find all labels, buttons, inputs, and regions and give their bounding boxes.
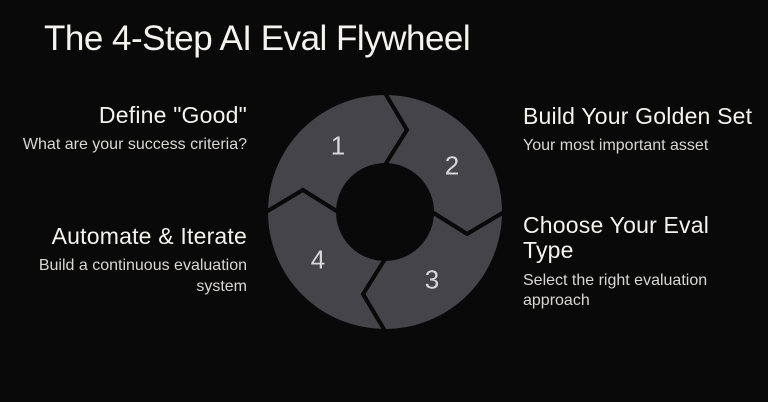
flywheel-segment-4	[264, 188, 387, 333]
segment-number-3: 3	[425, 264, 439, 294]
flywheel-diagram: 1 2 3 4	[264, 91, 506, 333]
step-title: Choose Your Eval Type	[523, 212, 710, 264]
slide-title: The 4-Step AI Eval Flywheel	[44, 19, 471, 58]
step-build-golden-set: Build Your Golden Set Your most importan…	[523, 103, 753, 157]
step-title: Build Your Golden Set	[523, 103, 753, 129]
step-choose-eval-type: Choose Your Eval Type Select the right e…	[523, 212, 738, 312]
step-title: Automate & Iterate	[51, 223, 247, 249]
step-subtitle: Build a continuous evaluation system	[38, 257, 247, 296]
segment-number-1: 1	[331, 130, 345, 160]
step-define-good: Define "Good" What are your success crit…	[22, 102, 247, 156]
step-subtitle: Select the right evaluation approach	[523, 271, 708, 310]
step-automate-iterate: Automate & Iterate Build a continuous ev…	[7, 223, 247, 298]
step-title: Define "Good"	[98, 102, 247, 128]
segment-number-2: 2	[445, 150, 459, 180]
segment-number-4: 4	[311, 244, 325, 274]
step-subtitle: What are your success criteria?	[22, 136, 247, 154]
step-subtitle: Your most important asset	[523, 137, 709, 155]
